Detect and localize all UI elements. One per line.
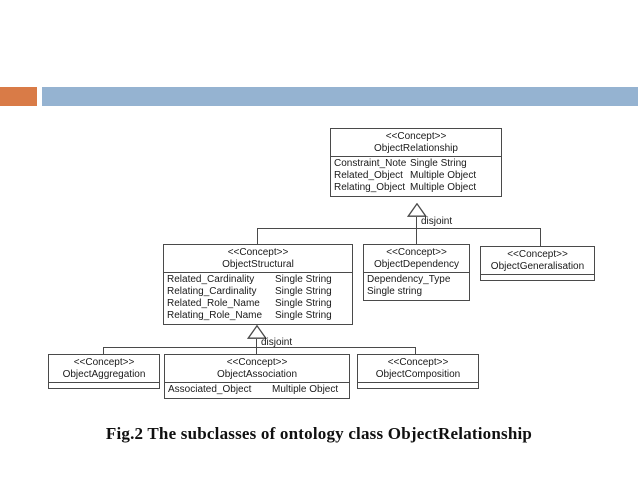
class-name: ObjectRelationship (374, 143, 458, 154)
connector-line (257, 228, 541, 229)
stereotype-label: <<Concept>> (226, 357, 288, 368)
attribute-row: Relating_Role_Name Single String (164, 310, 352, 322)
connector-line (103, 347, 104, 354)
figure-caption: Fig.2 The subclasses of ontology class O… (105, 424, 533, 443)
stereotype-label: <<Concept>> (387, 357, 449, 368)
attribute-name: Relating_Role_Name (167, 310, 263, 321)
class-box-object-association: <<Concept>> ObjectAssociation Associated… (164, 354, 350, 399)
class-name: ObjectAssociation (216, 369, 298, 380)
class-name: ObjectComposition (375, 369, 461, 380)
connector-line (416, 217, 417, 244)
attribute-type: Single string (367, 286, 423, 297)
class-box-object-structural: <<Concept>> ObjectStructural Related_Car… (163, 244, 353, 325)
attribute-name: Relating_Object (334, 182, 406, 193)
attribute-type: Single String (410, 158, 467, 169)
accent-bar-blue (42, 87, 638, 106)
class-title: <<Concept>> ObjectAggregation (49, 355, 159, 383)
attribute-name: Dependency_Type (367, 274, 451, 285)
class-name: ObjectStructural (222, 259, 294, 270)
connector-line (415, 347, 416, 354)
generalization-triangle-icon (247, 325, 267, 339)
stereotype-label: <<Concept>> (385, 131, 447, 142)
attribute-row: Relating_Object Multiple Object (331, 182, 501, 194)
attribute-type: Single String (275, 274, 332, 285)
attribute-name: Related_Object (334, 170, 403, 181)
disjoint-label: disjoint (421, 216, 453, 227)
empty-compartment (481, 275, 594, 280)
connector-line (540, 228, 541, 246)
class-box-object-generalisation: <<Concept>> ObjectGeneralisation (480, 246, 595, 281)
class-title: <<Concept>> ObjectDependency (364, 245, 469, 273)
attribute-type: Single String (275, 298, 332, 309)
stereotype-label: <<Concept>> (507, 249, 568, 260)
connector-line (103, 347, 416, 348)
class-name: ObjectGeneralisation (490, 261, 585, 272)
attribute-name: Related_Cardinality (167, 274, 255, 285)
attribute-type: Multiple Object (410, 170, 477, 181)
class-box-object-composition: <<Concept>> ObjectComposition (357, 354, 479, 389)
class-name: ObjectDependency (373, 259, 460, 270)
stereotype-label: <<Concept>> (73, 357, 135, 368)
class-title: <<Concept>> ObjectComposition (358, 355, 478, 383)
attributes-compartment: Dependency_Type Single string (364, 273, 469, 300)
attribute-name: Associated_Object (168, 384, 252, 395)
attribute-type: Multiple Object (272, 384, 339, 395)
class-box-object-aggregation: <<Concept>> ObjectAggregation (48, 354, 160, 389)
attribute-row: Relating_Cardinality Single String (164, 286, 352, 298)
empty-compartment (358, 383, 478, 388)
stereotype-label: <<Concept>> (227, 247, 289, 258)
stereotype-label: <<Concept>> (386, 247, 447, 258)
connector-line (256, 339, 257, 354)
class-name: ObjectAggregation (62, 369, 146, 380)
attribute-row: Related_Object Multiple Object (331, 170, 501, 182)
disjoint-label: disjoint (261, 337, 293, 348)
class-box-object-dependency: <<Concept>> ObjectDependency Dependency_… (363, 244, 470, 301)
attribute-row: Associated_Object Multiple Object (165, 384, 349, 396)
class-title: <<Concept>> ObjectRelationship (331, 129, 501, 157)
attribute-name: Constraint_Note (334, 158, 407, 169)
attribute-name: Related_Role_Name (167, 298, 260, 309)
attributes-compartment: Constraint_Note Single String Related_Ob… (331, 157, 501, 196)
attributes-compartment: Associated_Object Multiple Object (165, 383, 349, 398)
attribute-row: Related_Cardinality Single String (164, 274, 352, 286)
attribute-type: Single String (275, 286, 332, 297)
class-title: <<Concept>> ObjectAssociation (165, 355, 349, 383)
empty-compartment (49, 383, 159, 388)
class-title: <<Concept>> ObjectGeneralisation (481, 247, 594, 275)
attribute-row: Related_Role_Name Single String (164, 298, 352, 310)
generalization-triangle-icon (407, 203, 427, 217)
attribute-type: Multiple Object (410, 182, 477, 193)
attribute-type: Single String (275, 310, 332, 321)
connector-line (257, 228, 258, 244)
attribute-row: Constraint_Note Single String (331, 158, 501, 170)
attribute-name: Relating_Cardinality (167, 286, 257, 297)
attributes-compartment: Related_Cardinality Single String Relati… (164, 273, 352, 324)
class-title: <<Concept>> ObjectStructural (164, 245, 352, 273)
class-box-object-relationship: <<Concept>> ObjectRelationship Constrain… (330, 128, 502, 197)
accent-bar-orange (0, 87, 37, 106)
